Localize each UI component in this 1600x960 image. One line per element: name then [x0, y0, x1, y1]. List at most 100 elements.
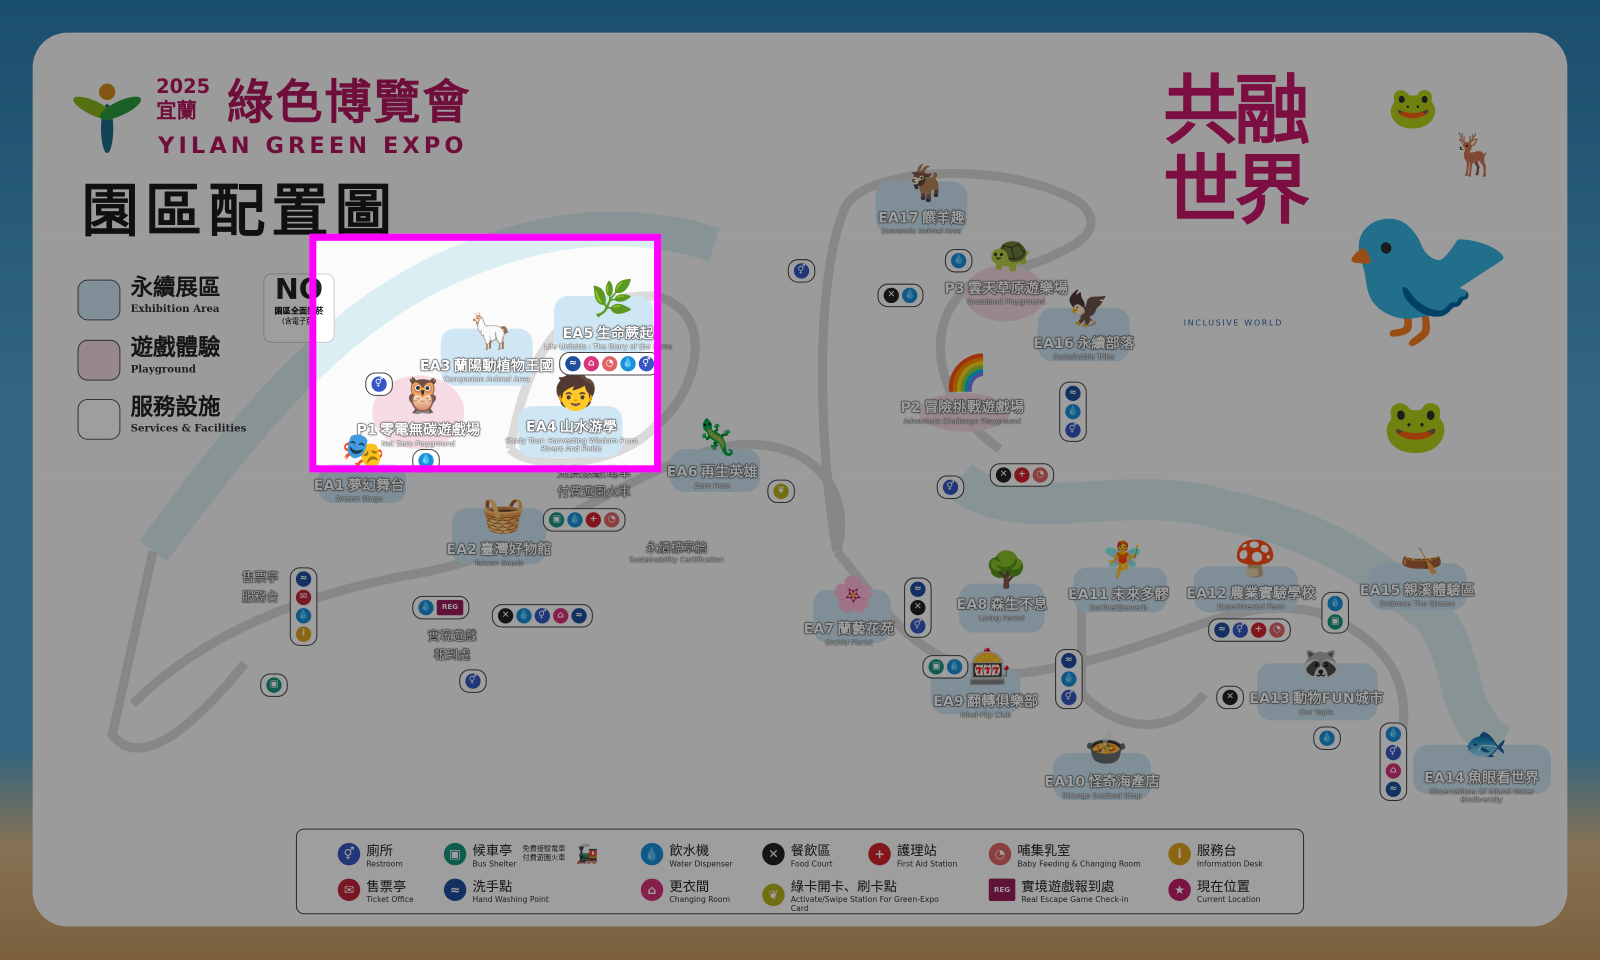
- zone-name-en: Grassland Playground: [967, 297, 1046, 307]
- facility-cluster[interactable]: ≈⚥+◔: [1208, 618, 1291, 642]
- zone-ea4[interactable]: [518, 406, 623, 458]
- facility-cluster[interactable]: ≈ ✕ ⚥: [904, 577, 932, 638]
- food-icon: ✕: [995, 467, 1012, 483]
- zone-p3[interactable]: [964, 265, 1046, 322]
- zone-ea17[interactable]: [875, 181, 968, 233]
- zone-illustration: 🧺: [481, 494, 525, 536]
- zone-ea6[interactable]: [670, 448, 761, 492]
- facility-cluster[interactable]: ▣💧: [922, 655, 969, 679]
- restroom-icon: ⚥: [910, 618, 926, 634]
- zone-name-zh: 山水游學: [559, 419, 617, 436]
- baby-icon: ◔: [1269, 622, 1285, 638]
- zone-code: EA2: [446, 541, 478, 559]
- facility-cluster[interactable]: ⚥: [365, 372, 393, 396]
- zone-name-en: Living Forest: [979, 614, 1025, 623]
- river: [139, 211, 720, 562]
- zone-ea16[interactable]: [1037, 308, 1130, 362]
- place-label[interactable]: 售票亭 服務台: [242, 566, 279, 605]
- expo-title-en: YILAN GREEN EXPO: [158, 133, 468, 160]
- facility-cluster[interactable]: ▣💧+◔: [542, 508, 626, 532]
- water-icon: 💧: [418, 453, 434, 469]
- facility-cluster[interactable]: 💧: [1313, 726, 1341, 750]
- facility-cluster[interactable]: ≈⌂◔💧⚥: [559, 352, 661, 376]
- zone-illustration: 🐐: [904, 163, 948, 205]
- zone-ea5[interactable]: [554, 295, 654, 353]
- expo-year: 2025: [156, 75, 211, 98]
- handwash-icon: ≈: [910, 581, 926, 597]
- legend-zh: 餐飲區: [790, 843, 831, 860]
- zone-name-zh: 動物FUN城市: [1292, 690, 1384, 708]
- zone-ea8[interactable]: [959, 583, 1045, 633]
- facility-cluster[interactable]: ✕: [1216, 685, 1244, 710]
- zone-illustration: 🧒: [554, 372, 598, 414]
- zone-code: EA13: [1249, 690, 1290, 708]
- bus-icon: ▣: [266, 677, 282, 693]
- zone-name-en: Orchid Florist: [825, 638, 873, 647]
- zone-ea2[interactable]: [452, 508, 546, 565]
- zone-code: EA4: [525, 419, 557, 436]
- zone-illustration: 🎰: [968, 646, 1012, 688]
- zone-ea12[interactable]: [1193, 566, 1298, 613]
- facility-cluster[interactable]: 💧⚥⌂≈: [1379, 722, 1408, 802]
- zone-ea14[interactable]: [1413, 744, 1552, 794]
- facility-cluster[interactable]: ⚥: [459, 669, 487, 693]
- facility-cluster[interactable]: ≈✉💧i: [289, 567, 318, 646]
- facility-cluster[interactable]: ✕+◔: [989, 463, 1055, 487]
- zone-name-zh: 親溪體驗區: [1403, 582, 1475, 599]
- zone-ea13[interactable]: [1257, 663, 1378, 721]
- facility-cluster[interactable]: 💧REG: [412, 595, 470, 620]
- facility-cluster[interactable]: ⚥: [936, 475, 965, 499]
- facility-cluster[interactable]: ✕💧: [877, 283, 924, 308]
- facility-cluster[interactable]: ✕💧⚥⌂≈: [491, 604, 593, 628]
- zone-ea7[interactable]: [813, 589, 891, 643]
- legend-zh: 實境遊戲報到處: [1021, 879, 1115, 895]
- place-label[interactable]: 實境遊戲 報到處: [427, 624, 477, 663]
- legend-label-en: Playground: [130, 364, 196, 376]
- zone-ea11[interactable]: [1073, 567, 1168, 613]
- zone-name-en: Companion Animal Area: [443, 375, 530, 384]
- zone-p2[interactable]: [918, 392, 1011, 432]
- zone-ea3[interactable]: [440, 328, 533, 386]
- facility-cluster[interactable]: 💧: [944, 248, 973, 273]
- legend-zh: 更衣間: [669, 879, 710, 895]
- facility-cluster[interactable]: ⚥: [787, 259, 816, 283]
- legend-label-zh: 永續展區: [130, 275, 221, 302]
- zone-code: EA14: [1424, 770, 1465, 787]
- food-icon: ✕: [910, 599, 926, 616]
- facility-cluster[interactable]: ❦: [767, 479, 795, 504]
- zone-name-zh: 未來多髎: [1111, 586, 1169, 604]
- restroom-icon: ⚥: [1065, 422, 1081, 438]
- facility-cluster[interactable]: ≈💧⚥: [1059, 381, 1087, 442]
- facility-cluster[interactable]: ≈💧⚥: [1055, 648, 1083, 710]
- zone-illustration: 🦎: [694, 417, 739, 459]
- zone-ea15[interactable]: [1369, 563, 1467, 611]
- facility-cluster[interactable]: ▣: [260, 673, 288, 697]
- facility-cluster[interactable]: 💧▣: [1321, 591, 1349, 634]
- zone-ea10[interactable]: [1053, 753, 1152, 800]
- zone-code: P1: [356, 422, 378, 439]
